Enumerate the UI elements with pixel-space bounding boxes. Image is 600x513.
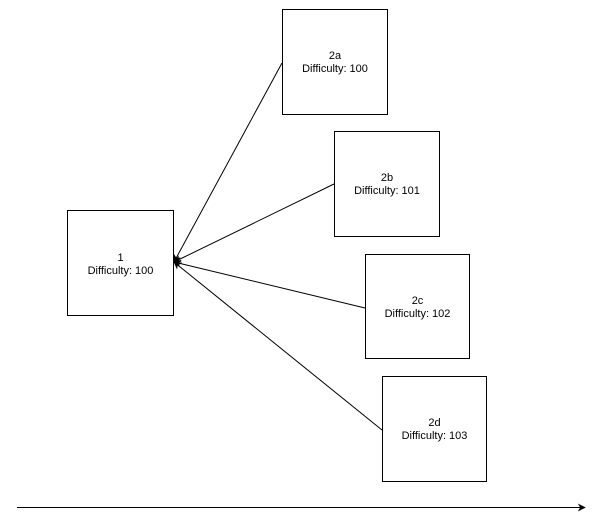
node-2c[interactable]: 2c Difficulty: 102 [365, 254, 470, 359]
node-box [334, 131, 440, 237]
node-label: 2a [329, 50, 342, 62]
node-difficulty: Difficulty: 101 [354, 185, 420, 197]
node-2a[interactable]: 2a Difficulty: 100 [282, 9, 388, 115]
node-difficulty: Difficulty: 102 [385, 308, 451, 320]
node-label: 2c [412, 295, 424, 307]
node-box [67, 210, 174, 316]
node-box [365, 254, 470, 359]
node-2b[interactable]: 2b Difficulty: 101 [334, 131, 440, 237]
node-label: 2d [428, 417, 440, 429]
node-1[interactable]: 1 Difficulty: 100 [67, 210, 174, 316]
edge-2b-to-1 [173, 183, 335, 263]
node-label: 2b [381, 172, 393, 184]
node-label: 1 [117, 252, 123, 264]
edge-2a-to-1 [173, 62, 283, 263]
node-difficulty: Difficulty: 103 [402, 430, 468, 442]
node-box [382, 376, 487, 482]
edge-2c-to-1 [173, 259, 366, 309]
edge-2d-to-1 [173, 261, 383, 431]
node-difficulty: Difficulty: 100 [302, 63, 368, 75]
node-difficulty: Difficulty: 100 [88, 265, 154, 277]
node-box [282, 9, 388, 115]
node-2d[interactable]: 2d Difficulty: 103 [382, 376, 487, 482]
